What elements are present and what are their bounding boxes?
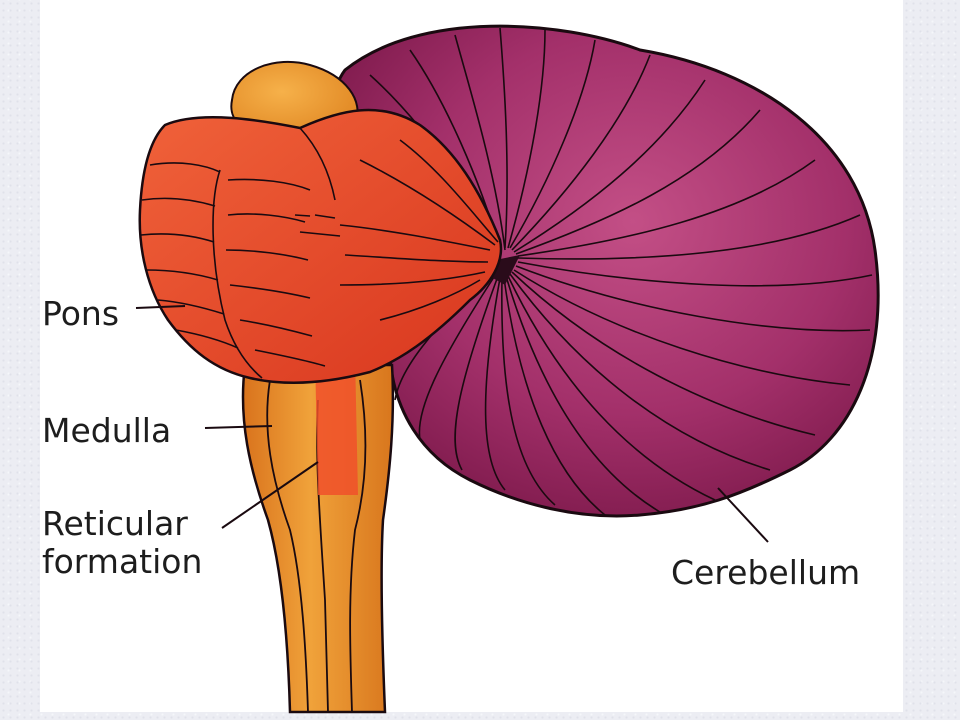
- pons-shape: [138, 108, 503, 384]
- leader-medulla: [204, 425, 273, 429]
- cerebellum-shape: [332, 24, 880, 518]
- label-reticular-formation: Reticular formation: [42, 505, 202, 581]
- leader-reticular: [221, 461, 319, 529]
- label-reticular-line-2: formation: [42, 542, 203, 581]
- leader-cerebellum: [717, 487, 769, 543]
- leader-pons: [135, 305, 186, 309]
- label-pons: Pons: [42, 294, 120, 333]
- label-medulla: Medulla: [42, 411, 172, 450]
- leader-lines: [135, 305, 769, 543]
- cerebellum-folia: [369, 27, 873, 516]
- label-reticular-line-1: Reticular: [42, 504, 188, 543]
- label-cerebellum: Cerebellum: [671, 553, 861, 592]
